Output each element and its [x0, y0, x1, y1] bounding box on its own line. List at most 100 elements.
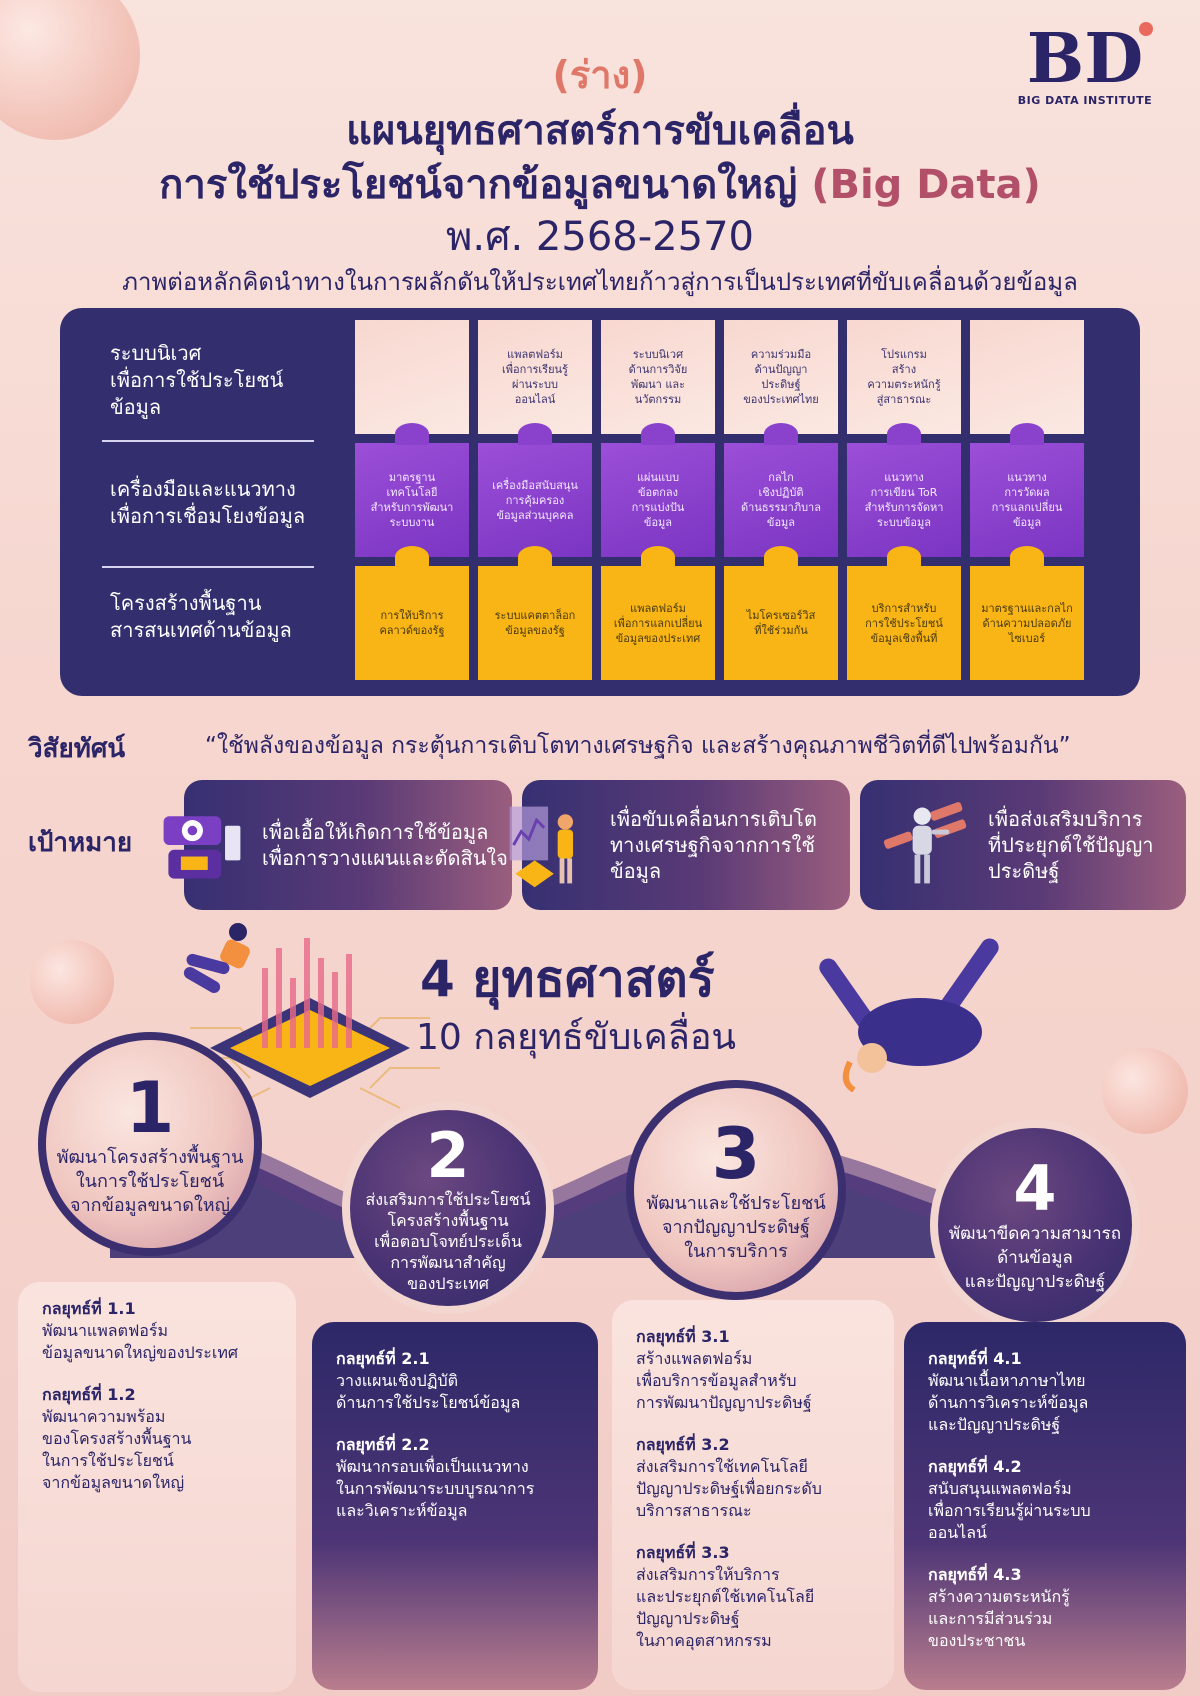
puzzle-grid: แพลตฟอร์ม เพื่อการเรียนรู้ ผ่านระบบ ออนไ… — [353, 318, 1089, 688]
tactic-text: วางแผนเชิงปฏิบัติ ด้านการใช้ประโยชน์ข้อม… — [336, 1371, 521, 1412]
puzzle-knob — [764, 423, 798, 445]
floating-person-right-icon — [819, 938, 999, 1092]
tactic-heading: กลยุทธ์ที่ 2.1 — [336, 1349, 430, 1368]
tactic-item: กลยุทธ์ที่ 4.1 พัฒนาเนื้อหาภาษาไทย ด้านก… — [928, 1348, 1162, 1436]
tactic-text: สนับสนุนแพลตฟอร์ม เพื่อการเรียนรู้ผ่านระ… — [928, 1479, 1091, 1542]
goal-text-2: เพื่อขับเคลื่อนการเติบโต ทางเศรษฐกิจจากก… — [610, 807, 817, 883]
tactic-text: พัฒนากรอบเพื่อเป็นแนวทาง ในการพัฒนาระบบบ… — [336, 1457, 535, 1520]
tactic-card-3: กลยุทธ์ที่ 3.1 สร้างแพลตฟอร์ม เพื่อบริกา… — [612, 1300, 894, 1690]
framework-row-divider — [102, 566, 314, 568]
vision-statement: “ใช้พลังของข้อมูล กระตุ้นการเติบโตทางเศร… — [205, 733, 1071, 759]
tactic-heading: กลยุทธ์ที่ 3.1 — [636, 1327, 730, 1346]
framework-row-label-1: ระบบนิเวศ เพื่อการใช้ประโยชน์ ข้อมูล — [110, 341, 284, 419]
puzzle-knob — [518, 546, 552, 568]
tactic-item: กลยุทธ์ที่ 3.2 ส่งเสริมการใช้เทคโนโลยี ป… — [636, 1434, 870, 1522]
puzzle-piece — [968, 318, 1086, 436]
puzzle-knob — [764, 546, 798, 568]
goal-card-1: เพื่อเอื้อให้เกิดการใช้ข้อมูล เพื่อการวา… — [163, 780, 512, 910]
server-icon — [163, 816, 241, 879]
tactic-text: พัฒนาความพร้อม ของโครงสร้างพื้นฐาน ในการ… — [42, 1407, 192, 1492]
strategy-number: 4 — [1013, 1152, 1057, 1225]
logo-dot — [1139, 22, 1154, 36]
puzzle-knob — [1010, 546, 1044, 568]
tactic-item: กลยุทธ์ที่ 1.2 พัฒนาความพร้อม ของโครงสร้… — [42, 1384, 272, 1494]
data-chip-illustration-icon — [180, 938, 440, 1109]
tactic-item: กลยุทธ์ที่ 4.3 สร้างความตระหนักรู้ และกา… — [928, 1564, 1162, 1652]
puzzle-knob — [395, 423, 429, 445]
framework-row-divider — [102, 440, 314, 442]
puzzle-piece: บริการสำหรับ การใช้ประโยชน์ ข้อมูลเชิงพื… — [845, 564, 963, 682]
puzzle-piece: แนวทาง การวัดผล การแลกเปลี่ยน ข้อมูล — [968, 441, 1086, 559]
puzzle-piece: ระบบนิเวศ ด้านการวิจัย พัฒนา และ นวัตกรร… — [599, 318, 717, 436]
tactic-item: กลยุทธ์ที่ 3.3 ส่งเสริมการให้บริการ และป… — [636, 1542, 870, 1652]
framework-row-label-3: โครงสร้างพื้นฐาน สารสนเทศด้านข้อมูล — [110, 591, 292, 642]
strategy-number: 2 — [426, 1118, 470, 1192]
strategy-title: พัฒนาโครงสร้างพื้นฐาน ในการใช้ประโยชน์ จ… — [56, 1147, 244, 1216]
puzzle-piece: แพลตฟอร์ม เพื่อการเรียนรู้ ผ่านระบบ ออนไ… — [476, 318, 594, 436]
analyst-icon — [509, 806, 574, 888]
tactic-card-2: กลยุทธ์ที่ 2.1 วางแผนเชิงปฏิบัติ ด้านการ… — [312, 1322, 598, 1690]
puzzle-piece: โปรแกรม สร้าง ความตระหนักรู้ สู่สาธารณะ — [845, 318, 963, 436]
goal-card-2: เพื่อขับเคลื่อนการเติบโต ทางเศรษฐกิจจากก… — [509, 780, 850, 910]
draft-label: (ร่าง) — [552, 53, 648, 97]
tactic-text: ส่งเสริมการให้บริการ และประยุกต์ใช้เทคโน… — [636, 1565, 815, 1650]
tactic-count-heading: 10 กลยุทธ์ขับเคลื่อน — [416, 1017, 737, 1058]
logo-mark: BD — [1027, 22, 1154, 94]
tactic-heading: กลยุทธ์ที่ 1.2 — [42, 1385, 136, 1404]
tactic-heading: กลยุทธ์ที่ 4.2 — [928, 1457, 1022, 1476]
vision-label: วิสัยทัศน์ — [28, 734, 126, 764]
puzzle-piece: ไมโครเซอร์วิส ที่ใช้ร่วมกัน — [722, 564, 840, 682]
puzzle-knob — [887, 546, 921, 568]
puzzle-piece: แนวทาง การเขียน ToR สำหรับการจัดหา ระบบข… — [845, 441, 963, 559]
goal-card-3: เพื่อส่งเสริมบริการ ที่ประยุกต์ใช้ปัญญา … — [860, 780, 1186, 910]
tactic-heading: กลยุทธ์ที่ 4.3 — [928, 1565, 1022, 1584]
puzzle-piece: ความร่วมมือ ด้านปัญญา ประดิษฐ์ ของประเทศ… — [722, 318, 840, 436]
tactic-card-4: กลยุทธ์ที่ 4.1 พัฒนาเนื้อหาภาษาไทย ด้านก… — [904, 1322, 1186, 1690]
puzzle-piece: กลไก เชิงปฏิบัติ ด้านธรรมาภิบาล ข้อมูล — [722, 441, 840, 559]
strategy-title: พัฒนาและใช้ประโยชน์ จากปัญญาประดิษฐ์ ในก… — [646, 1193, 826, 1262]
puzzle-piece — [353, 318, 471, 436]
strategy-circle-1: 1 พัฒนาโครงสร้างพื้นฐาน ในการใช้ประโยชน์… — [38, 1032, 262, 1256]
puzzle-knob — [641, 546, 675, 568]
strategy-count-heading: 4 ยุทธศาสตร์ — [420, 950, 715, 1008]
floating-person-left-icon — [183, 923, 250, 993]
tactic-text: พัฒนาแพลตฟอร์ม ข้อมูลขนาดใหญ่ของประเทศ — [42, 1321, 239, 1362]
puzzle-knob — [518, 423, 552, 445]
tactic-heading: กลยุทธ์ที่ 3.2 — [636, 1435, 730, 1454]
strategy-title: พัฒนาขีดความสามารถ ด้านข้อมูล และปัญญาปร… — [948, 1224, 1122, 1292]
logo: BD BIG DATA INSTITUTE — [1010, 22, 1160, 107]
tactic-item: กลยุทธ์ที่ 2.2 พัฒนากรอบเพื่อเป็นแนวทาง … — [336, 1434, 574, 1522]
decor-circle-mid-right — [1102, 1048, 1188, 1134]
goal-label: เป้าหมาย — [28, 828, 133, 858]
decor-circle-mid-left — [30, 940, 114, 1024]
robot-icon — [883, 802, 967, 884]
puzzle-piece: การให้บริการ คลาวด์ของรัฐ — [353, 564, 471, 682]
tactic-text: สร้างแพลตฟอร์ม เพื่อบริการข้อมูลสำหรับ ก… — [636, 1349, 812, 1412]
tactic-card-1: กลยุทธ์ที่ 1.1 พัฒนาแพลตฟอร์ม ข้อมูลขนาด… — [18, 1282, 296, 1692]
tactic-item: กลยุทธ์ที่ 4.2 สนับสนุนแพลตฟอร์ม เพื่อกา… — [928, 1456, 1162, 1544]
puzzle-piece: มาตรฐานและกลไก ด้านความปลอดภัย ไซเบอร์ — [968, 564, 1086, 682]
strategy-circle-3: 3 พัฒนาและใช้ประโยชน์ จากปัญญาประดิษฐ์ ใ… — [626, 1080, 846, 1300]
title-line-1: แผนยุทธศาสตร์การขับเคลื่อน — [346, 108, 854, 154]
strategy-circle-4: 4 พัฒนาขีดความสามารถ ด้านข้อมูล และปัญญา… — [930, 1120, 1140, 1330]
puzzle-knob — [395, 546, 429, 568]
tactic-heading: กลยุทธ์ที่ 2.2 — [336, 1435, 430, 1454]
title-line-2-main: การใช้ประโยชน์จากข้อมูลขนาดใหญ่ — [159, 162, 812, 208]
title-line-2: การใช้ประโยชน์จากข้อมูลขนาดใหญ่ (Big Dat… — [0, 152, 1200, 216]
puzzle-piece: ระบบแคตตาล็อก ข้อมูลของรัฐ — [476, 564, 594, 682]
puzzle-piece: เครื่องมือสนับสนุน การคุ้มครอง ข้อมูลส่ว… — [476, 441, 594, 559]
tactic-text: พัฒนาเนื้อหาภาษาไทย ด้านการวิเคราะห์ข้อม… — [928, 1371, 1089, 1434]
strategy-title: ส่งเสริมการใช้ประโยชน์ โครงสร้างพื้นฐาน … — [365, 1189, 531, 1293]
puzzle-knob — [641, 423, 675, 445]
tactic-heading: กลยุทธ์ที่ 4.1 — [928, 1349, 1022, 1368]
strategy-circle-2: 2 ส่งเสริมการใช้ประโยชน์ โครงสร้างพื้นฐา… — [342, 1102, 554, 1314]
puzzle-knob — [1010, 423, 1044, 445]
strategy-number: 3 — [711, 1113, 761, 1195]
tactic-text: สร้างความตระหนักรู้ และการมีส่วนร่วม ของ… — [928, 1587, 1070, 1650]
puzzle-piece: แผ่นแบบ ข้อตกลง การแบ่งปัน ข้อมูล — [599, 441, 717, 559]
strategy-number: 1 — [125, 1067, 175, 1149]
subtitle: ภาพต่อหลักคิดนำทางในการผลักดันให้ประเทศไ… — [122, 268, 1078, 296]
puzzle-piece: มาตรฐาน เทคโนโลยี สำหรับการพัฒนา ระบบงาน — [353, 441, 471, 559]
logo-name: BIG DATA INSTITUTE — [1017, 94, 1153, 107]
tactic-heading: กลยุทธ์ที่ 3.3 — [636, 1543, 730, 1562]
